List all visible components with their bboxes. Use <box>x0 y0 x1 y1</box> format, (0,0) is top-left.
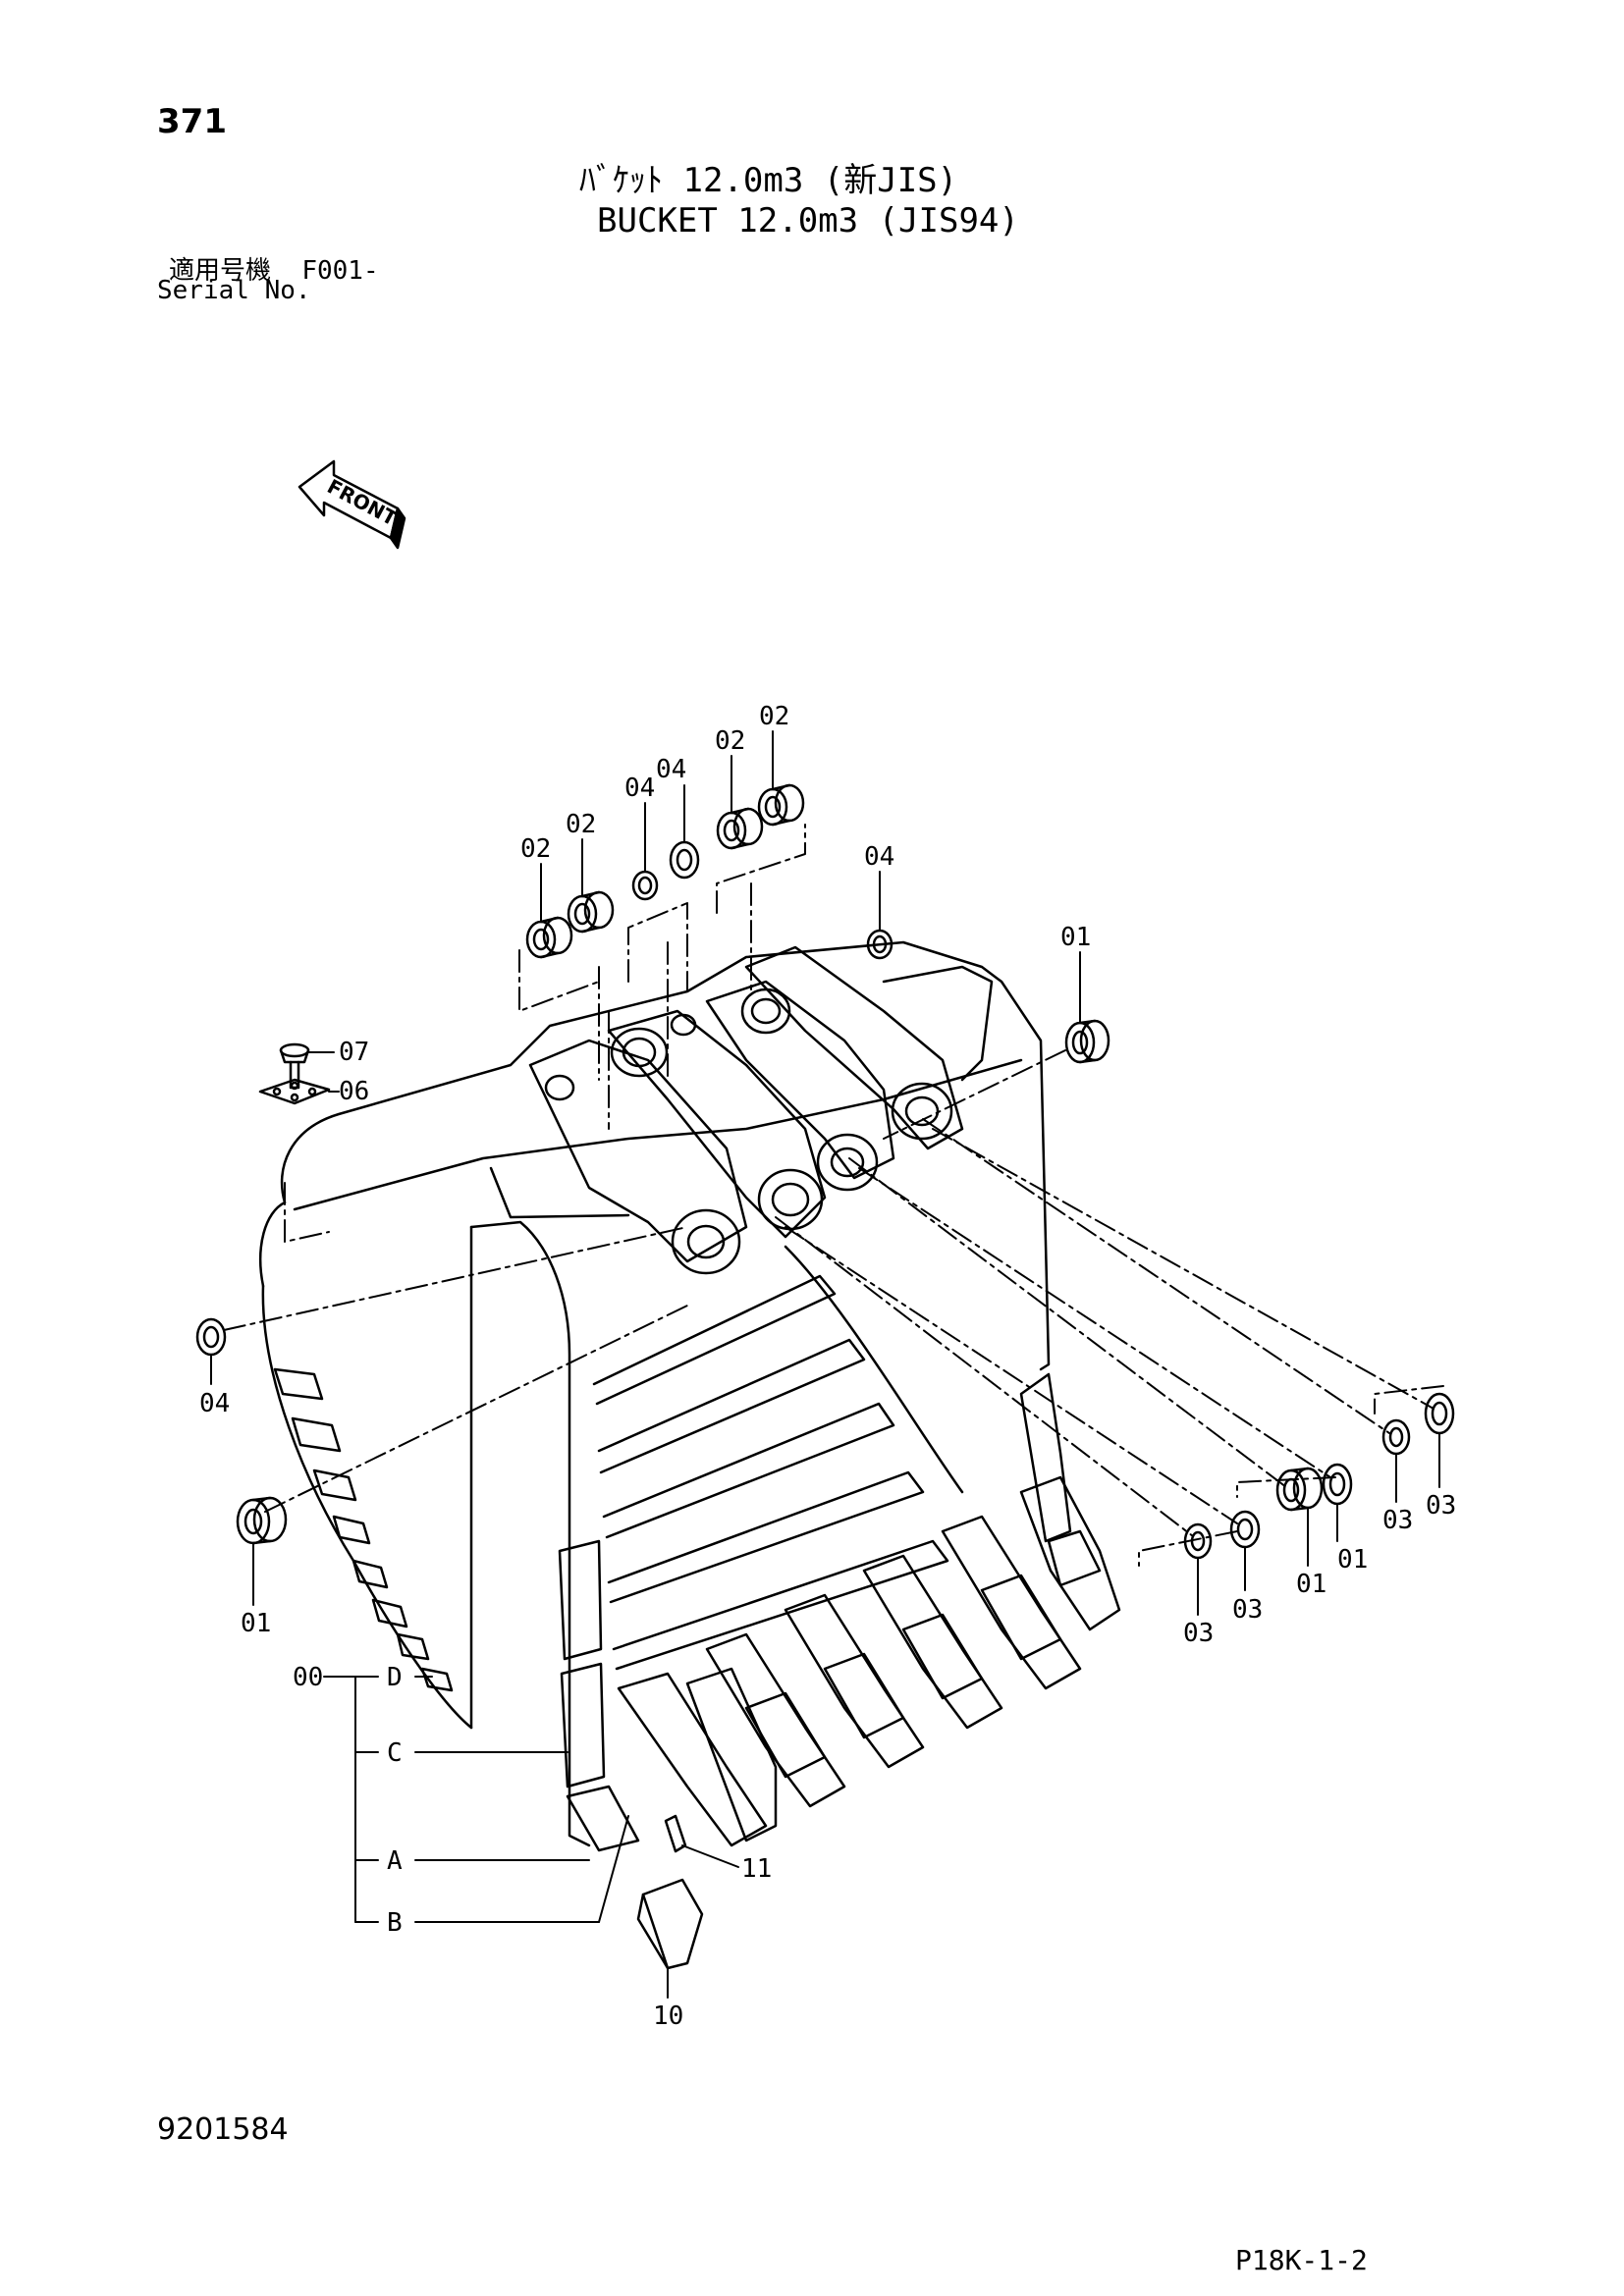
title-english: BUCKET 12.0m3 (JIS94) <box>597 201 1019 240</box>
front-arrow-icon: FRONT <box>298 459 406 550</box>
callout-labels: 02 02 04 04 02 02 04 01 07 06 04 01 03 0… <box>199 702 1456 2031</box>
pin-bosses <box>544 988 953 1275</box>
callout-01c: 01 <box>1296 1570 1326 1599</box>
callout-04c: 04 <box>864 842 894 872</box>
callout-02a: 02 <box>520 834 551 864</box>
callout-sub-c: C <box>387 1738 403 1768</box>
document-number: 9201584 <box>157 2112 289 2147</box>
callout-sub-a: A <box>387 1846 403 1876</box>
assembly-lines <box>223 824 1444 1567</box>
bolt-and-plate <box>258 1042 331 1105</box>
callout-02b: 02 <box>566 810 596 839</box>
page-code: P18K-1-2 <box>1235 2244 1368 2276</box>
callout-07: 07 <box>339 1038 369 1067</box>
bucket-teeth <box>617 1475 1121 1847</box>
callout-03c: 03 <box>1382 1506 1413 1535</box>
title-japanese: ﾊﾞｹｯﾄ 12.0m3 (新JIS) <box>579 161 958 200</box>
callout-04d: 04 <box>199 1389 230 1418</box>
callout-01a: 01 <box>1060 923 1091 952</box>
callout-10: 10 <box>653 2002 683 2031</box>
bucket-lugs <box>528 945 994 1263</box>
callout-06: 06 <box>339 1077 369 1106</box>
callout-01b: 01 <box>241 1609 271 1638</box>
pin-parts <box>195 783 1455 1560</box>
callout-11: 11 <box>741 1854 772 1884</box>
page-number: 371 <box>157 102 227 141</box>
serial-label-jp-text: 適用号機 <box>169 256 272 286</box>
callout-sub-b: B <box>387 1908 403 1938</box>
callout-03b: 03 <box>1232 1595 1263 1625</box>
serial-label-japanese: 適用号機 F001- <box>169 250 379 287</box>
callout-02d: 02 <box>759 702 789 731</box>
callout-03d: 03 <box>1426 1491 1456 1521</box>
callout-04b: 04 <box>656 755 686 784</box>
leader-lines <box>210 730 1440 1999</box>
side-shrouds <box>273 1367 454 1692</box>
tooth-point-and-pin <box>636 1814 704 1970</box>
callout-03a: 03 <box>1183 1619 1214 1648</box>
callout-04a: 04 <box>624 774 655 803</box>
callout-01d: 01 <box>1337 1545 1368 1575</box>
callout-00: 00 <box>293 1663 323 1692</box>
serial-label-english: Serial No. <box>157 276 311 305</box>
callout-02c: 02 <box>715 726 745 756</box>
callout-sub-d: D <box>387 1663 403 1692</box>
serial-value: F001- <box>301 256 379 286</box>
bucket-body <box>259 940 1102 1852</box>
